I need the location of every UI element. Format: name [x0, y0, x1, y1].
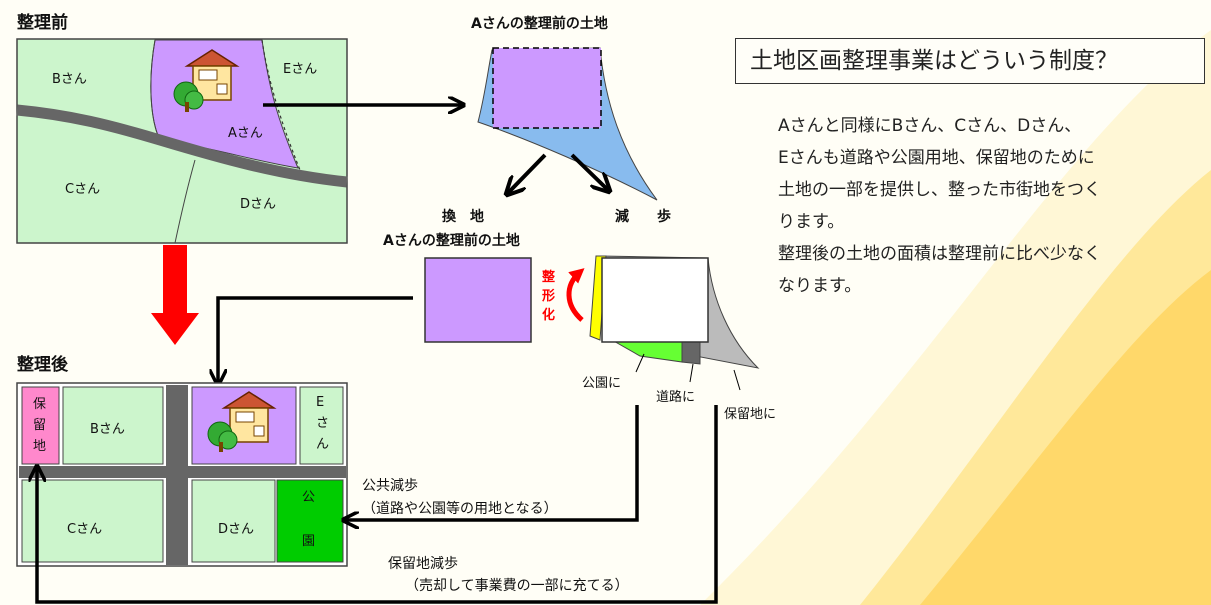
label-reserve-reduction: 保留地減歩 — [388, 556, 458, 572]
map-after — [16, 382, 348, 567]
label-road-to: 道路に — [656, 390, 696, 405]
a-land-replotted — [424, 257, 532, 343]
body-line-1: Aさんと同様にBさん、Cさん、Dさん、 — [778, 116, 1082, 136]
before-lot-e-label: Eさん — [283, 62, 318, 77]
after-road-v — [166, 385, 188, 565]
label-park-to: 公園に — [582, 376, 622, 391]
before-lot-c-label: Cさん — [65, 182, 101, 197]
after-lot-c-label: Cさん — [67, 522, 103, 537]
after-lot-b — [62, 386, 164, 465]
label-a-land-top: Aさんの整理前の土地 — [471, 16, 608, 32]
label-reserve-reduction-note: （売却して事業費の一部に充てる） — [405, 578, 629, 594]
after-reserve-lot — [21, 386, 60, 465]
before-lot-a-label: Aさん — [228, 126, 263, 141]
after-park-label-2: 園 — [302, 534, 316, 549]
arrow-genpo — [570, 153, 608, 190]
label-reserve-to: 保留地に — [724, 407, 777, 422]
label-after: 整理後 — [17, 355, 68, 375]
tree-icon — [173, 81, 204, 112]
after-lot-d-label: Dさん — [218, 522, 255, 537]
label-public-reduction-note: （道路や公園等の用地となる） — [362, 501, 558, 517]
arrow-kanchi — [508, 153, 547, 193]
after-lot-c — [21, 479, 164, 563]
heading-box: 土地区画整理事業はどういう制度？ — [735, 38, 1205, 84]
before-lot-d-label: Dさん — [240, 197, 277, 212]
label-before: 整理前 — [17, 13, 68, 33]
body-line-2: Eさんも道路や公園用地、保留地のために — [778, 148, 1095, 168]
before-lot-b-label: Bさん — [52, 72, 87, 87]
after-park — [276, 479, 344, 563]
house-icon — [184, 49, 240, 101]
body-line-3: 土地の一部を提供し、整った市街地をつく — [778, 180, 1101, 200]
arrow-public-reduction — [345, 405, 639, 520]
label-a-land-mid: Aさんの整理前の土地 — [383, 233, 520, 249]
after-reserve-label: 保留地 — [33, 397, 47, 454]
after-lot-e — [299, 386, 344, 465]
after-lot-b-label: Bさん — [90, 422, 125, 437]
after-lot-d — [191, 479, 276, 563]
road-before — [16, 104, 348, 188]
background-swoosh — [700, 30, 1211, 605]
after-park-label-1: 公 — [302, 490, 316, 505]
arrow-to-after-lot — [218, 296, 413, 383]
red-down-arrow — [151, 245, 199, 345]
reduction-shape — [589, 255, 760, 391]
tree-icon — [207, 421, 238, 452]
label-public-reduction: 公共減歩 — [362, 478, 418, 494]
body-line-5: 整理後の土地の面積は整理前に比べ少なく — [778, 244, 1101, 264]
body-line-6: なります。 — [778, 276, 862, 296]
arrow-reserve-reduction — [37, 405, 718, 604]
label-genpo: 減 歩 — [615, 209, 671, 225]
label-kanchi: 換 地 — [442, 209, 484, 225]
a-land-before-shape — [477, 47, 658, 201]
label-seikeika: 整形化 — [542, 270, 556, 323]
map-before — [16, 38, 348, 244]
body-line-4: ります。 — [778, 212, 845, 232]
reshape-arrow — [566, 268, 585, 322]
